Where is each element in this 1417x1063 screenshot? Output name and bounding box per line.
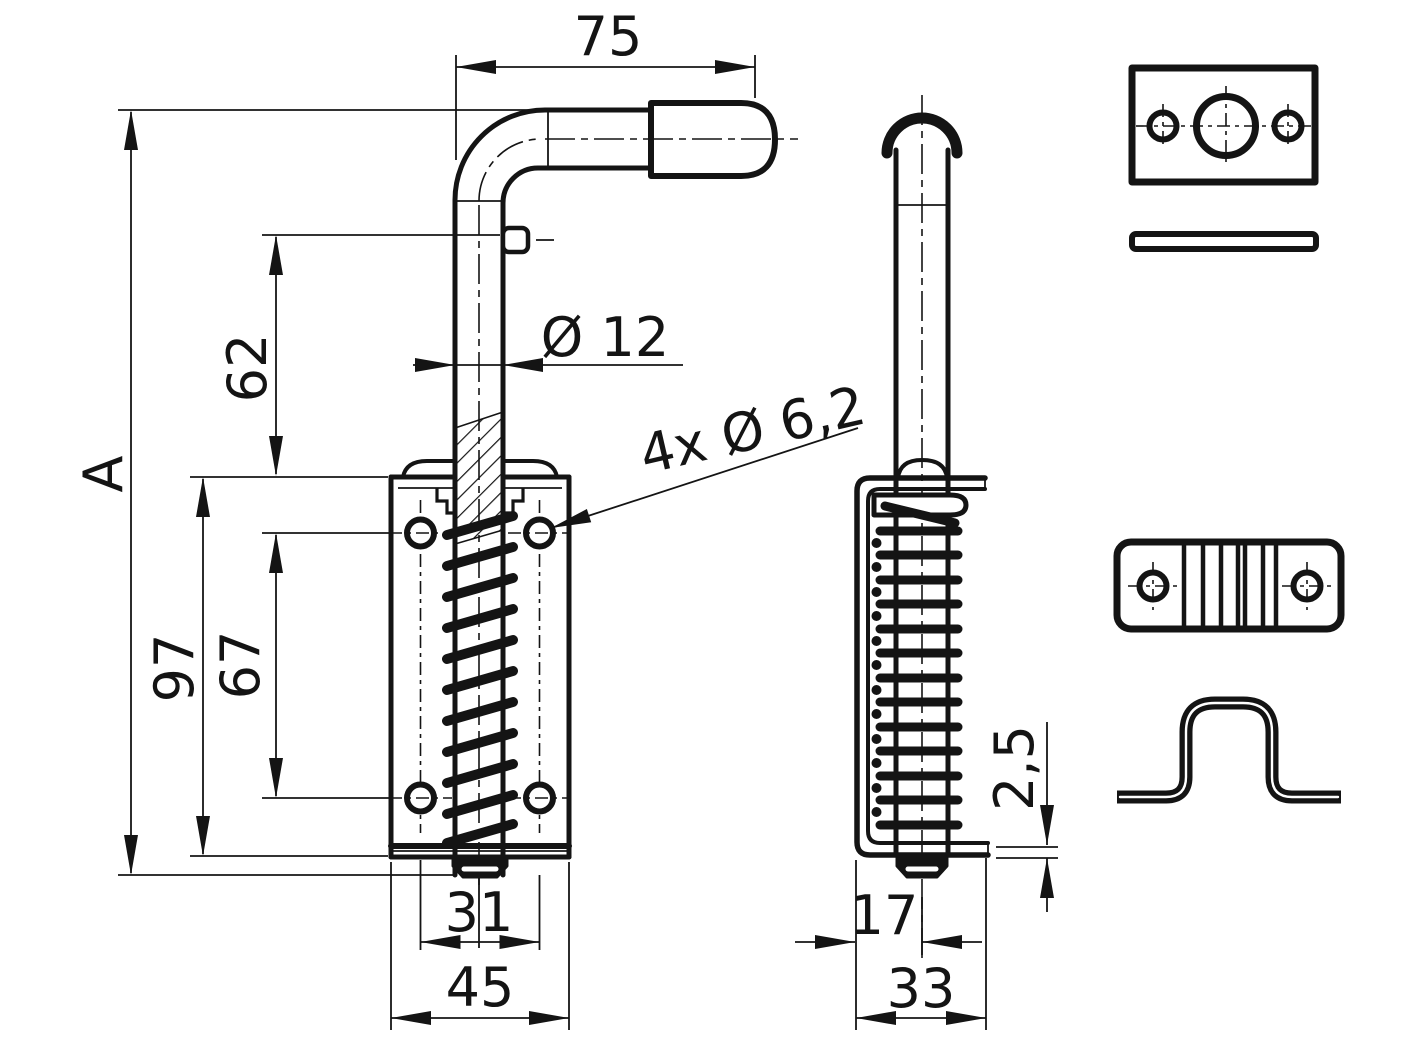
dimension-plate-height: 97 (143, 476, 388, 857)
dim-label-62: 62 (216, 334, 279, 403)
dim-label-75: 75 (574, 5, 643, 68)
dimension-hole-pitch-vertical: 67 (209, 532, 392, 799)
dimension-total-height: A (72, 109, 548, 876)
dim-label-dia12: Ø 12 (541, 306, 669, 369)
detail-plate-edge (1129, 231, 1319, 252)
dim-label-67: 67 (209, 631, 272, 700)
dimension-pin-height: 62 (216, 234, 500, 476)
dim-label-45: 45 (446, 956, 515, 1019)
dim-label-97: 97 (143, 634, 206, 703)
detail-views (1113, 64, 1345, 804)
dim-label-17: 17 (850, 884, 919, 947)
dimension-plate-width: 45 (390, 862, 570, 1030)
dim-label-A: A (72, 455, 135, 492)
callout-holes: 4x Ø 6,2 (548, 374, 871, 535)
detail-counter-plate (1128, 64, 1319, 186)
bolt-tip-front (451, 856, 509, 948)
front-view: A 62 97 67 (72, 5, 871, 1030)
dim-label-33: 33 (887, 957, 956, 1020)
detail-guide-plate (1113, 538, 1345, 633)
side-bracket (854, 458, 991, 858)
side-view: 2,5 17 33 (795, 95, 1058, 1030)
spring-front (442, 511, 518, 848)
latch-rod-and-handle (452, 100, 798, 888)
detail-u-bracket (1117, 696, 1341, 804)
dimension-handle-length: 75 (455, 5, 756, 160)
dimension-axis-offset: 17 (795, 860, 982, 1030)
bolt-tip-side (895, 856, 949, 955)
mounting-plate-front (388, 459, 572, 860)
dimension-overall-depth: 33 (856, 858, 987, 1030)
retaining-pin (500, 225, 531, 255)
dim-label-25: 2,5 (983, 725, 1046, 811)
dimension-hole-pitch-horizontal: 31 (419, 860, 541, 950)
spring-side (871, 501, 963, 830)
dimension-rod-diameter: Ø 12 (413, 306, 683, 372)
dimension-base-thickness: 2,5 (983, 722, 1058, 912)
dim-label-4x-dia62: 4x Ø 6,2 (634, 374, 871, 487)
dim-label-31: 31 (445, 881, 514, 944)
